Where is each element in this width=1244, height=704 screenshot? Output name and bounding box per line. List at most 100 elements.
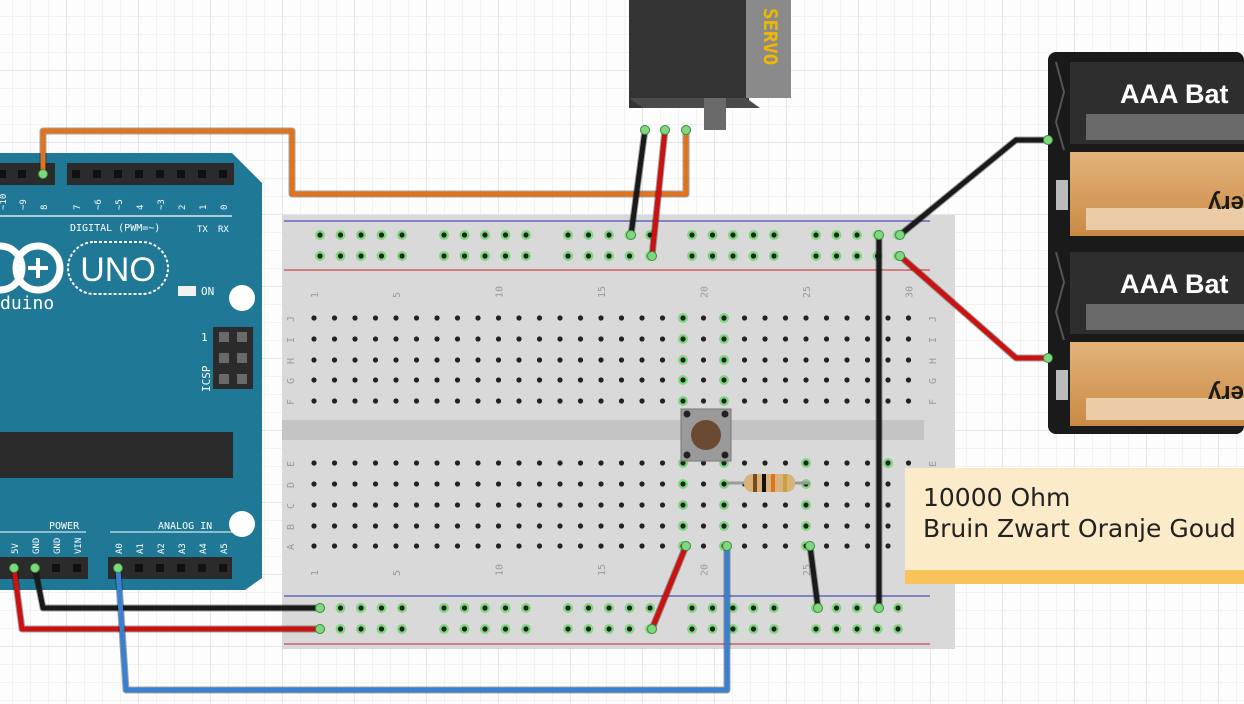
rail-hole bbox=[833, 253, 840, 259]
breadboard-hole bbox=[536, 543, 543, 549]
tx-label: TX bbox=[197, 225, 208, 235]
breadboard-hole bbox=[741, 543, 748, 549]
breadboard-hole bbox=[803, 523, 809, 529]
rail-hole bbox=[585, 605, 592, 611]
breadboard-hole bbox=[413, 502, 420, 508]
breadboard-hole bbox=[885, 460, 891, 466]
breadboard-hole bbox=[864, 460, 871, 466]
digital-pin-label: ~5 bbox=[115, 199, 125, 210]
breadboard-hole bbox=[885, 481, 891, 487]
breadboard-hole bbox=[762, 502, 768, 508]
header-pin bbox=[0, 170, 6, 178]
column-number: 5 bbox=[392, 570, 403, 576]
breadboard-hole bbox=[331, 336, 338, 342]
resistor bbox=[727, 474, 810, 492]
breadboard-hole bbox=[823, 543, 830, 549]
power-label: POWER bbox=[49, 521, 80, 532]
row-letter: F bbox=[928, 399, 939, 405]
breadboard-hole bbox=[331, 502, 338, 508]
breadboard-hole bbox=[393, 481, 399, 487]
rail-hole bbox=[585, 253, 592, 259]
breadboard-hole bbox=[475, 336, 481, 342]
rail-hole bbox=[854, 626, 860, 632]
breadboard-hole bbox=[331, 523, 338, 529]
breadboard-hole bbox=[311, 481, 317, 487]
rail-hole bbox=[813, 253, 819, 259]
breadboard-hole bbox=[721, 460, 727, 466]
rail-hole bbox=[378, 626, 385, 632]
rail-hole bbox=[482, 253, 488, 259]
uno-logo: UNO bbox=[80, 251, 156, 289]
power-header bbox=[0, 557, 88, 579]
breadboard-hole bbox=[639, 377, 645, 383]
breadboard-hole bbox=[782, 357, 789, 363]
breadboard-hole bbox=[454, 357, 461, 363]
breadboard-hole bbox=[700, 460, 707, 466]
breadboard-hole bbox=[680, 502, 686, 508]
breadboard-hole bbox=[598, 336, 604, 342]
rail-hole bbox=[626, 605, 633, 611]
rail-hole bbox=[337, 626, 344, 632]
analog-pin-label: A4 bbox=[199, 543, 209, 554]
breadboard-hole bbox=[598, 398, 604, 404]
analog-label: ANALOG IN bbox=[158, 521, 212, 532]
battery-pack: AAA Bat ery AAA Bat ery bbox=[1048, 52, 1244, 434]
breadboard-hole bbox=[762, 523, 768, 529]
breadboard-hole bbox=[680, 315, 686, 321]
wire-a0 bbox=[115, 543, 730, 693]
breadboard-hole bbox=[639, 336, 645, 342]
breadboard-hole bbox=[741, 336, 748, 342]
breadboard-hole bbox=[311, 398, 317, 404]
breadboard-hole bbox=[618, 315, 625, 321]
breadboard-hole bbox=[598, 543, 604, 549]
breadboard-hole bbox=[516, 398, 522, 404]
breadboard-hole bbox=[577, 357, 584, 363]
breadboard-hole bbox=[372, 315, 379, 321]
wire-orange-signal bbox=[40, 127, 689, 197]
breadboard-hole bbox=[885, 398, 891, 404]
breadboard-hole bbox=[352, 315, 358, 321]
breadboard-hole bbox=[700, 523, 707, 529]
breadboard-hole bbox=[577, 502, 584, 508]
row-letter: I bbox=[928, 337, 939, 343]
rail-hole bbox=[337, 253, 344, 259]
icsp-label: ICSP bbox=[200, 365, 213, 392]
breadboard-hole bbox=[352, 481, 358, 487]
arduino-logo-icon bbox=[0, 242, 64, 294]
breadboard-hole bbox=[618, 357, 625, 363]
rail-hole bbox=[833, 605, 840, 611]
breadboard-hole bbox=[680, 523, 686, 529]
breadboard-hole bbox=[495, 315, 502, 321]
breadboard-hole bbox=[885, 523, 891, 529]
breadboard-hole bbox=[659, 502, 666, 508]
servo-side bbox=[746, 0, 791, 98]
wire-gnd bbox=[32, 565, 323, 611]
breadboard-hole bbox=[372, 398, 379, 404]
push-button-cap bbox=[691, 420, 721, 450]
breadboard-hole bbox=[598, 523, 604, 529]
header-pin bbox=[198, 564, 206, 572]
breadboard-hole bbox=[393, 315, 399, 321]
breadboard-hole bbox=[823, 336, 830, 342]
breadboard-hole bbox=[741, 460, 748, 466]
breadboard-hole bbox=[413, 398, 420, 404]
breadboard-hole bbox=[454, 398, 461, 404]
row-letter: I bbox=[286, 337, 297, 343]
row-letter: G bbox=[928, 378, 939, 384]
icsp-pin-one: 1 bbox=[201, 331, 208, 344]
breadboard-hole bbox=[393, 398, 399, 404]
breadboard-hole bbox=[864, 502, 871, 508]
breadboard-hole bbox=[454, 336, 461, 342]
breadboard-hole bbox=[844, 398, 850, 404]
header-pin bbox=[135, 564, 143, 572]
breadboard-hole bbox=[372, 523, 379, 529]
breadboard-hole bbox=[516, 336, 522, 342]
rail-hole bbox=[358, 253, 364, 259]
breadboard-hole bbox=[741, 315, 748, 321]
servo-motor: SERVO bbox=[629, 0, 791, 130]
rail-hole bbox=[750, 253, 757, 259]
breadboard-hole bbox=[844, 502, 850, 508]
wire-5v bbox=[11, 565, 323, 632]
breadboard-hole bbox=[639, 315, 645, 321]
resistor-body bbox=[744, 474, 795, 492]
